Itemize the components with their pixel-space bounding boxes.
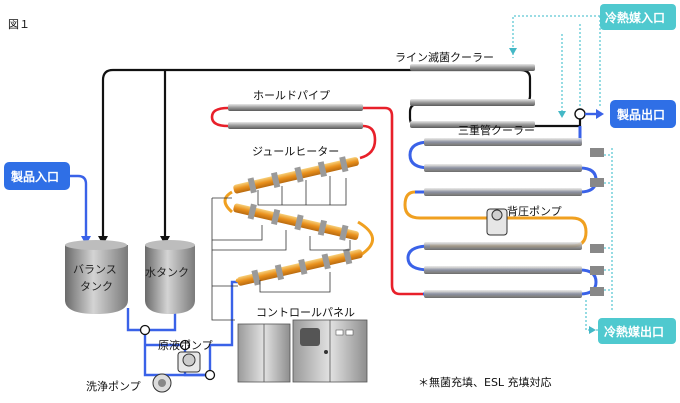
svg-text:製品出口: 製品出口: [616, 107, 665, 122]
balance-tank-label-1: バランス: [73, 263, 117, 276]
joule-heater-label: ジュールヒーター: [252, 145, 339, 158]
valve-2: [179, 339, 191, 351]
outlet-valve: [574, 108, 586, 120]
balance-tank: [65, 240, 128, 314]
coolant-lines: [512, 15, 613, 331]
heater-wiring: [211, 176, 351, 321]
back-pressure-pump: [486, 208, 508, 236]
control-panel-label: コントロールパネル: [256, 306, 355, 319]
svg-text:冷熱媒入口: 冷熱媒入口: [605, 10, 665, 25]
hold-pipe-label: ホールドパイプ: [253, 89, 330, 102]
product-inlet-badge: 製品入口: [4, 162, 70, 190]
water-tank-label: 水タンク: [145, 266, 189, 279]
water-tank: [145, 240, 195, 314]
figure-label: 図１: [8, 18, 30, 31]
svg-text:製品入口: 製品入口: [10, 169, 59, 184]
svg-text:冷熱媒出口: 冷熱媒出口: [604, 324, 664, 339]
hold-pipe: [228, 104, 363, 129]
raw-liquid-pump-label: 原液ポンプ: [158, 338, 213, 352]
line-sterilization-cooler: [410, 64, 535, 128]
triple-tube-cooler-label: 三重管クーラー: [458, 123, 535, 137]
coolant-inlet-badge: 冷熱媒入口: [600, 4, 676, 30]
control-panel: [237, 319, 368, 383]
joule-heater: [223, 156, 374, 286]
filling-note: ＊無菌充填、ESL 充填対応: [418, 375, 552, 389]
valve-3: [204, 369, 216, 381]
raw-liquid-pump: [177, 351, 201, 373]
washing-pump-label: 洗浄ポンプ: [86, 379, 141, 393]
balance-tank-label-2: タンク: [80, 280, 113, 293]
line-sterilization-cooler-label: ライン滅菌クーラー: [395, 51, 494, 64]
back-pressure-pump-label: 背圧ポンプ: [507, 204, 562, 218]
hot-line: [210, 106, 423, 296]
washing-pump: [152, 373, 172, 393]
coolant-outlet-badge: 冷熱媒出口: [598, 318, 676, 344]
product-outlet-badge: 製品出口: [610, 100, 676, 128]
valve-1: [139, 324, 151, 336]
triple-tube-cooler: [403, 126, 604, 298]
